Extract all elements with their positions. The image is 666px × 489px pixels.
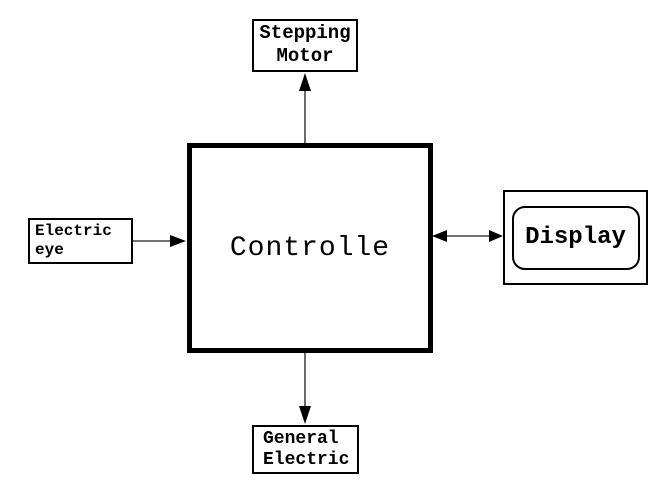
stepping-motor-label-line2: Motor [276, 45, 334, 67]
arrow-electric-eye-to-controller [133, 235, 186, 247]
electric-eye-label-line1: Electric [35, 222, 112, 240]
node-stepping-motor: Stepping Motor [252, 19, 358, 72]
stepping-motor-label-line1: Stepping [259, 22, 351, 44]
node-display-inner: Display [511, 205, 640, 270]
node-electric-eye: Electric eye [28, 218, 133, 264]
general-electric-label-line2: Electric [263, 450, 350, 470]
arrow-controller-display-bidirectional [432, 230, 503, 242]
display-label: Display [525, 224, 626, 251]
arrow-controller-to-stepping-motor [299, 73, 311, 143]
controller-label: Controlle [229, 232, 391, 264]
general-electric-label-line1: General [263, 429, 339, 449]
electric-eye-label-line2: eye [35, 241, 64, 259]
node-general-electric: General Electric [252, 425, 359, 474]
node-controller: Controlle [187, 143, 433, 353]
arrow-controller-to-general-electric [299, 352, 311, 424]
node-display-outer: Display [503, 190, 648, 285]
